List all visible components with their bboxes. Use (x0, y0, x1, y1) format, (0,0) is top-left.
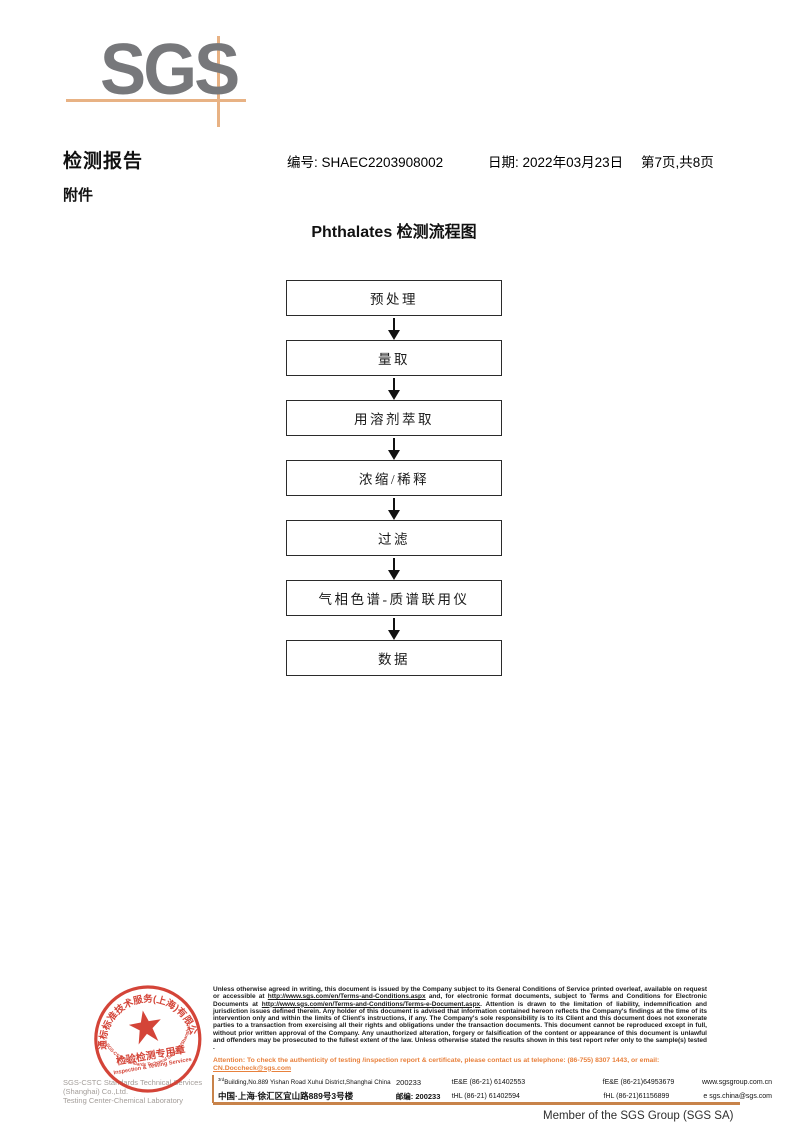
flowchart-step-label: 预处理 (370, 292, 418, 307)
sgs-logo: SGS (100, 30, 240, 110)
address-en: 3rdBuilding,No.889 Yishan Road Xuhui Dis… (218, 1077, 391, 1087)
attention-notice: Attention: To check the authenticity of … (213, 1057, 713, 1072)
report-date-label: 日期: (488, 155, 519, 170)
report-title: 检测报告 (63, 151, 144, 172)
flowchart-title: Phthalates 检测流程图 (311, 224, 477, 241)
flowchart-arrow-down-icon (387, 378, 401, 400)
flowchart-step-concentrate-dilute: 浓缩/稀释 (286, 460, 502, 496)
address-block: 3rdBuilding,No.889 Yishan Road Xuhui Dis… (212, 1075, 772, 1103)
phone-2: tHL (86-21) 61402594 (451, 1092, 520, 1100)
lab-name-line1: SGS-CSTC Standards Technical Services (S… (63, 1078, 203, 1096)
footer-divider-line (213, 1102, 740, 1105)
flowchart-step-label: 数据 (378, 652, 410, 667)
address-cn: 中国·上海·徐汇区宜山路889号3号楼 (218, 1091, 354, 1101)
fax-1: fE&E (86-21)64953679 (602, 1078, 675, 1086)
address-en-text: Building,No.889 Yishan Road Xuhui Distri… (224, 1079, 391, 1087)
report-date-value: 2022年03月23日 (522, 155, 624, 170)
flowchart-arrow-down-icon (387, 558, 401, 580)
report-number-label: 编号: (287, 155, 318, 170)
postcode-en: 200233 (396, 1077, 422, 1087)
website-link[interactable]: www.sgsgroup.com.cn (701, 1078, 772, 1086)
inspection-stamp: 通标标准技术服务(上海)有限公司 检验检测专用章 Inspection & Te… (78, 983, 202, 1093)
flowchart-arrow-down-icon (387, 318, 401, 340)
disclaimer-text: Unless otherwise agreed in writing, this… (213, 986, 707, 1001)
flowchart-step-label: 量取 (378, 352, 410, 367)
flowchart-step-gcms: 气相色谱-质谱联用仪 (286, 580, 502, 616)
report-number-value: SHAEC2203908002 (321, 155, 444, 170)
terms-e-document-link[interactable]: http://www.sgs.com/en/Terms-and-Conditio… (261, 1000, 481, 1008)
email-link[interactable]: e sgs.china@sgs.com (703, 1092, 772, 1100)
disclaimer-text: and, for electronic format documents, su… (213, 993, 707, 1008)
logo-crosshair-horizontal-line (66, 99, 246, 102)
fax-2: fHL (86-21)61156899 (603, 1092, 670, 1100)
report-date: 日期: 2022年03月23日 (488, 151, 623, 171)
stamp-star-icon (128, 1010, 161, 1045)
doccheck-email-link[interactable]: CN.Doccheck@sgs.com (213, 1064, 292, 1072)
address-row-cn: 中国·上海·徐汇区宜山路889号3号楼 邮编: 200233 tHL (86-2… (218, 1089, 772, 1103)
postcode-cn: 邮编: 200233 (395, 1091, 441, 1101)
lab-name-block: SGS-CSTC Standards Technical Services (S… (63, 1078, 223, 1105)
flowchart-step-solvent-extraction: 用溶剂萃取 (286, 400, 502, 436)
sgs-member-line: Member of the SGS Group (SGS SA) (543, 1110, 734, 1122)
attention-text: Attention: To check the authenticity of … (213, 1057, 660, 1064)
attachment-label: 附件 (63, 187, 94, 204)
page-indicator: 第7页,共8页 (641, 155, 714, 170)
flowchart-step-label: 气相色谱-质谱联用仪 (318, 592, 470, 607)
flowchart-step-measure: 量取 (286, 340, 502, 376)
disclaimer-text: . Attention is drawn to the limitation o… (213, 1000, 707, 1052)
flowchart-arrow-down-icon (387, 498, 401, 520)
report-number: 编号: SHAEC2203908002 (287, 151, 443, 171)
terms-link[interactable]: http://www.sgs.com/en/Terms-and-Conditio… (267, 993, 426, 1001)
flowchart-step-label: 过滤 (378, 532, 410, 547)
address-row-en: 3rdBuilding,No.889 Yishan Road Xuhui Dis… (218, 1075, 772, 1089)
terms-disclaimer: Unless otherwise agreed in writing, this… (213, 986, 707, 1052)
logo-crosshair-vertical-line (217, 36, 220, 127)
flowchart-step-pretreatment: 预处理 (286, 280, 502, 316)
flowchart-arrow-down-icon (387, 438, 401, 460)
flowchart-step-filter: 过滤 (286, 520, 502, 556)
lab-name-line2: Testing Center-Chemical Laboratory (63, 1096, 184, 1105)
address-en-sup: 3rd (218, 1077, 225, 1083)
flowchart-step-data: 数据 (286, 640, 502, 676)
flowchart-step-label: 浓缩/稀释 (358, 472, 430, 487)
flowchart-step-label: 用溶剂萃取 (354, 412, 434, 427)
phone-1: tE&E (86-21) 61402553 (451, 1078, 526, 1086)
flowchart-arrow-down-icon (387, 618, 401, 640)
